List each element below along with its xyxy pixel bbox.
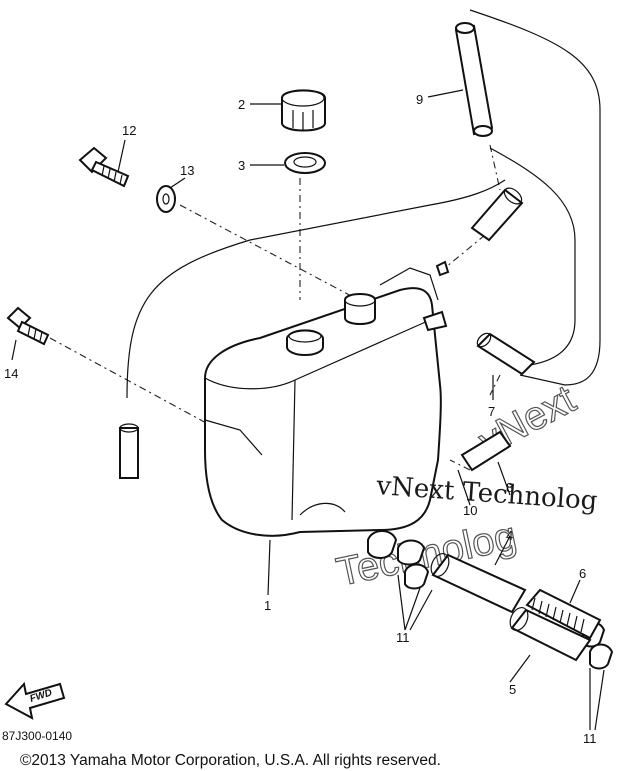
bolt-14 bbox=[6, 306, 50, 346]
filler-neck bbox=[286, 329, 324, 356]
callout-7: 7 bbox=[488, 404, 495, 419]
hose-upper bbox=[470, 187, 524, 242]
bolt-12 bbox=[78, 146, 130, 188]
callout-1: 1 bbox=[264, 598, 271, 613]
hose-4 bbox=[430, 553, 527, 614]
callout-11-left: 11 bbox=[396, 630, 410, 645]
vent-hose bbox=[469, 9, 601, 386]
callout-12: 12 bbox=[122, 123, 136, 138]
callouts: 2 3 9 12 13 14 7 8 10 4 6 5 1 11 11 bbox=[4, 92, 597, 746]
spring-6 bbox=[525, 588, 602, 640]
hose-8 bbox=[460, 430, 512, 472]
assembly-lines bbox=[49, 144, 501, 471]
filler-cap bbox=[281, 89, 326, 132]
callout-13: 13 bbox=[180, 163, 194, 178]
hose-clips-11 bbox=[367, 530, 614, 670]
hose-5 bbox=[509, 607, 592, 662]
callout-11-right: 11 bbox=[583, 731, 597, 746]
callout-6: 6 bbox=[579, 566, 586, 581]
fwd-arrow-icon: FWD bbox=[4, 681, 66, 720]
callout-4: 4 bbox=[506, 528, 513, 543]
diagram-code: 87J300-0140 bbox=[2, 729, 72, 743]
copyright-notice: ©2013 Yamaha Motor Corporation, U.S.A. A… bbox=[20, 752, 441, 769]
callout-5: 5 bbox=[509, 682, 516, 697]
callout-9: 9 bbox=[416, 92, 423, 107]
hose-left bbox=[119, 423, 139, 479]
oil-tank bbox=[204, 267, 442, 537]
callout-8: 8 bbox=[506, 480, 513, 495]
callout-14: 14 bbox=[4, 366, 18, 381]
vent-hose-inner bbox=[489, 147, 576, 366]
damper-13 bbox=[156, 185, 176, 213]
hose-7 bbox=[476, 332, 536, 376]
callout-2: 2 bbox=[238, 97, 245, 112]
callout-3: 3 bbox=[238, 158, 245, 173]
leader-lines bbox=[11, 89, 605, 731]
vent-pipe-9 bbox=[454, 22, 494, 137]
cap-gasket bbox=[284, 152, 326, 174]
callout-10: 10 bbox=[463, 503, 477, 518]
tank-outlet bbox=[344, 260, 450, 332]
return-hose bbox=[126, 179, 506, 399]
